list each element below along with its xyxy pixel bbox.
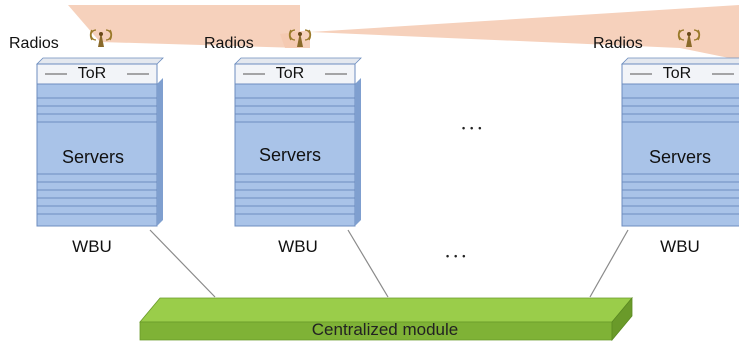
radio-antenna-icon-left bbox=[89, 29, 113, 47]
radio-antenna-icon-middle bbox=[288, 29, 312, 47]
uplink-right bbox=[589, 229, 629, 298]
uplink-left bbox=[149, 229, 216, 298]
tor-top-right bbox=[621, 57, 739, 65]
rack-body-left bbox=[36, 83, 158, 227]
centralized-module-label: Centralized module bbox=[311, 320, 459, 339]
rack-middle bbox=[234, 57, 362, 227]
rack-body-right bbox=[621, 83, 739, 227]
beam-center bbox=[280, 30, 310, 48]
tor-box-middle bbox=[234, 63, 356, 85]
radio-mast-right bbox=[686, 32, 692, 47]
wbu-label-left: WBU bbox=[72, 237, 112, 256]
radio-wave-right-right-0 bbox=[693, 29, 700, 41]
wireless-beams bbox=[68, 5, 739, 60]
ellipsis-upper: ••• bbox=[462, 123, 487, 133]
radio-wave-right-middle-0 bbox=[304, 29, 311, 41]
radio-mast-middle bbox=[297, 32, 303, 47]
radio-wave-left-right-1 bbox=[677, 29, 681, 41]
radio-wave-left-middle-1 bbox=[288, 29, 292, 41]
uplink-middle bbox=[347, 229, 389, 298]
module-side bbox=[611, 296, 633, 342]
radio-wave-right-right-1 bbox=[697, 29, 701, 41]
radio-wave-left-right-0 bbox=[678, 29, 685, 41]
ellipsis-lower: ••• bbox=[446, 251, 471, 261]
radio-wave-left-left-0 bbox=[90, 29, 97, 41]
radio-antenna-icon-right bbox=[677, 29, 701, 47]
radio-wave-right-middle-1 bbox=[308, 29, 312, 41]
rack-side-middle bbox=[355, 78, 361, 226]
centralized-module bbox=[139, 296, 633, 342]
servers-label-left: Servers bbox=[61, 147, 124, 167]
tor-top-left bbox=[36, 57, 164, 65]
wbu-label-right: WBU bbox=[660, 237, 700, 256]
tor-label-middle: ToR bbox=[275, 65, 305, 82]
rack-side-left bbox=[157, 78, 163, 226]
tor-box-left bbox=[36, 63, 158, 85]
wbu-label-middle: WBU bbox=[278, 237, 318, 256]
beam-right bbox=[310, 5, 739, 60]
radio-mast-left bbox=[98, 32, 104, 47]
racks bbox=[36, 57, 739, 227]
tor-box-right bbox=[621, 63, 739, 85]
tor-top-middle bbox=[234, 57, 362, 65]
radio-wave-right-left-0 bbox=[105, 29, 112, 41]
radio-label-left: Radios bbox=[9, 35, 59, 52]
radio-tip-middle bbox=[298, 32, 302, 36]
servers-label-right: Servers bbox=[648, 147, 711, 167]
radios bbox=[89, 29, 701, 47]
radio-tip-right bbox=[687, 32, 691, 36]
rack-right bbox=[621, 57, 739, 227]
radio-label-middle: Radios bbox=[204, 35, 254, 52]
servers-label-middle: Servers bbox=[258, 145, 321, 165]
radio-wave-left-middle-0 bbox=[289, 29, 296, 41]
radio-label-right: Radios bbox=[593, 35, 643, 52]
beam-left bbox=[68, 5, 300, 48]
tor-label-left: ToR bbox=[77, 65, 107, 82]
radio-wave-right-left-1 bbox=[109, 29, 113, 41]
radio-wave-left-left-1 bbox=[89, 29, 93, 41]
uplink-lines bbox=[149, 229, 629, 298]
rack-left bbox=[36, 57, 164, 227]
radio-tip-left bbox=[99, 32, 103, 36]
rack-body-middle bbox=[234, 83, 356, 227]
tor-label-right: ToR bbox=[662, 65, 692, 82]
module-top bbox=[139, 297, 633, 323]
